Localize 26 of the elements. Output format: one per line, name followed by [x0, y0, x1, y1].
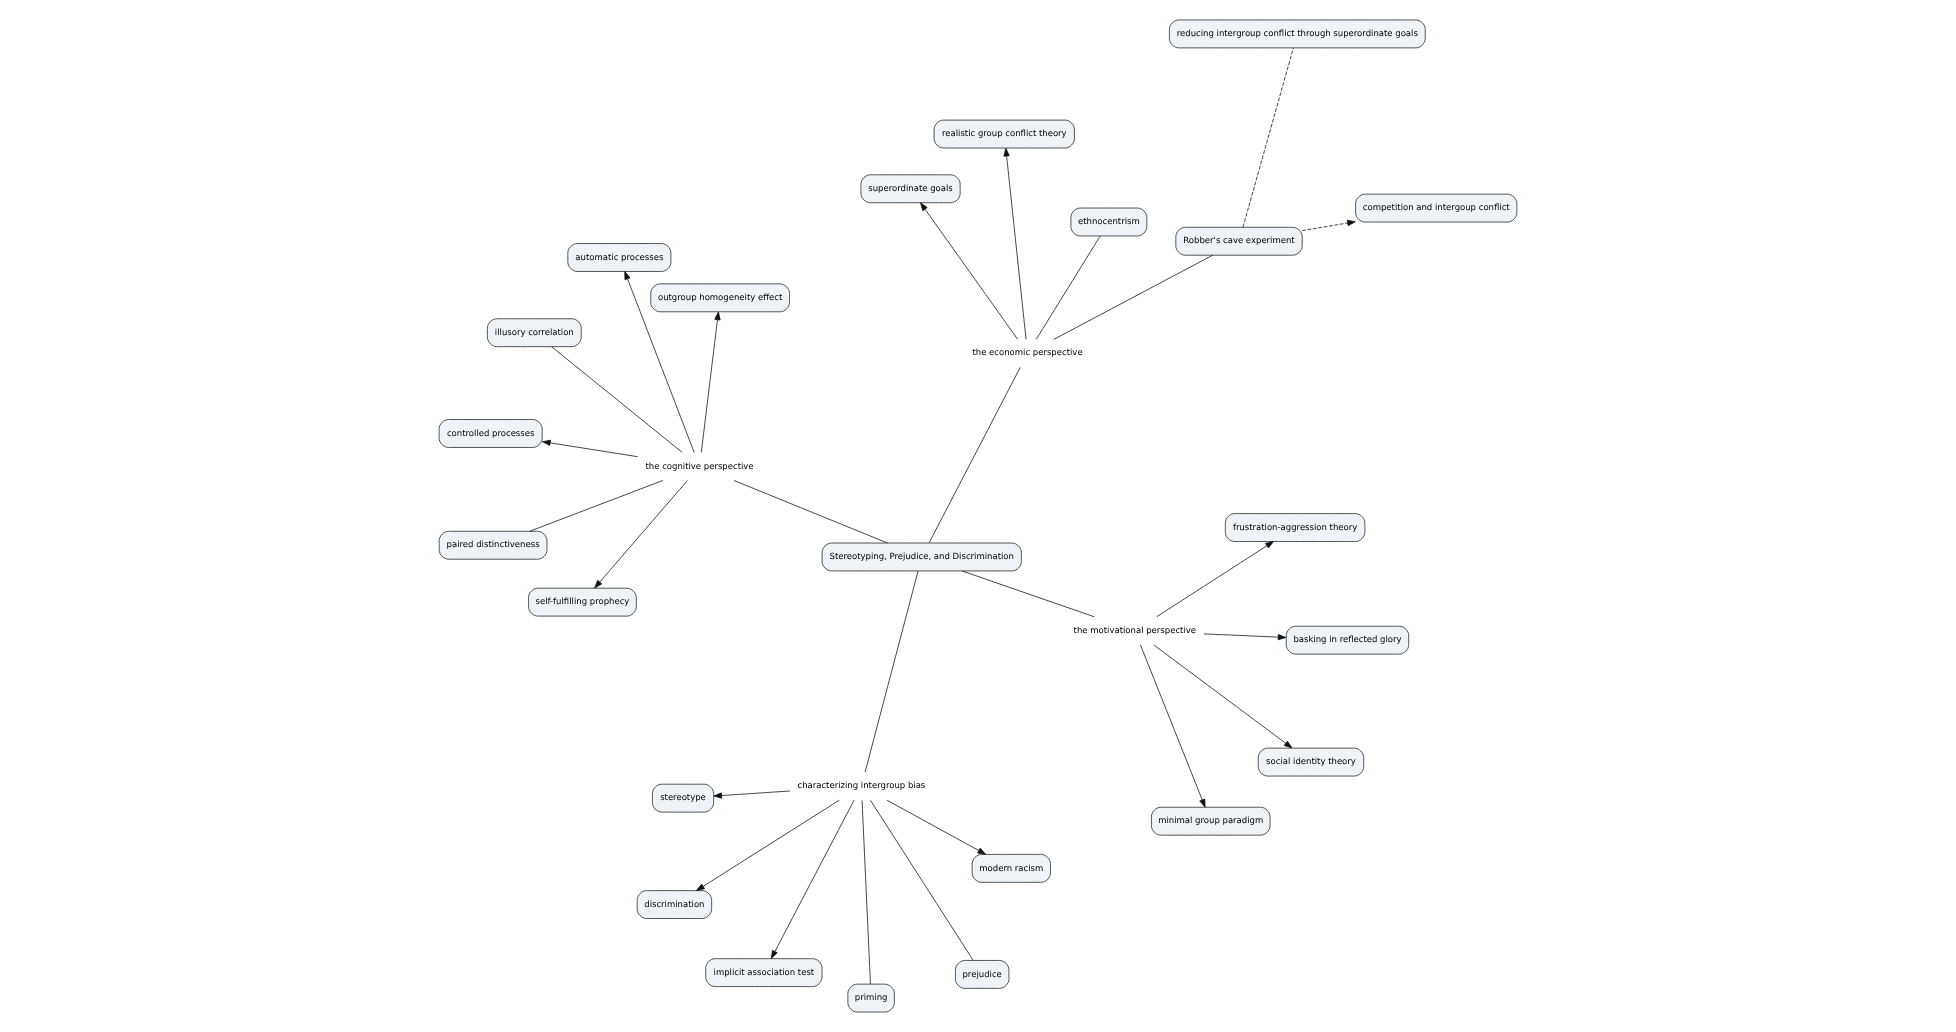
- arrow: [542, 439, 639, 458]
- connector: [733, 480, 888, 544]
- arrow: [700, 311, 721, 453]
- arrow: [624, 271, 695, 453]
- arrow: [1301, 219, 1356, 231]
- arrow: [594, 480, 688, 589]
- connector: [861, 800, 871, 985]
- connector: [1053, 254, 1214, 340]
- arrow: [1153, 644, 1293, 749]
- connector: [928, 367, 1021, 544]
- connector: [1035, 235, 1101, 340]
- arrow: [886, 799, 987, 855]
- arrow: [696, 799, 840, 891]
- connector: [870, 799, 974, 961]
- arrow: [713, 790, 791, 799]
- connector: [529, 480, 664, 532]
- connector: [961, 570, 1095, 618]
- connector: [551, 346, 683, 453]
- arrow: [1156, 541, 1274, 618]
- connector: [864, 570, 919, 773]
- arrow: [1203, 633, 1287, 641]
- connector: [1242, 47, 1294, 228]
- arrow: [920, 202, 1018, 340]
- arrow: [1003, 147, 1027, 340]
- arrow: [770, 799, 855, 959]
- arrow: [1140, 644, 1206, 808]
